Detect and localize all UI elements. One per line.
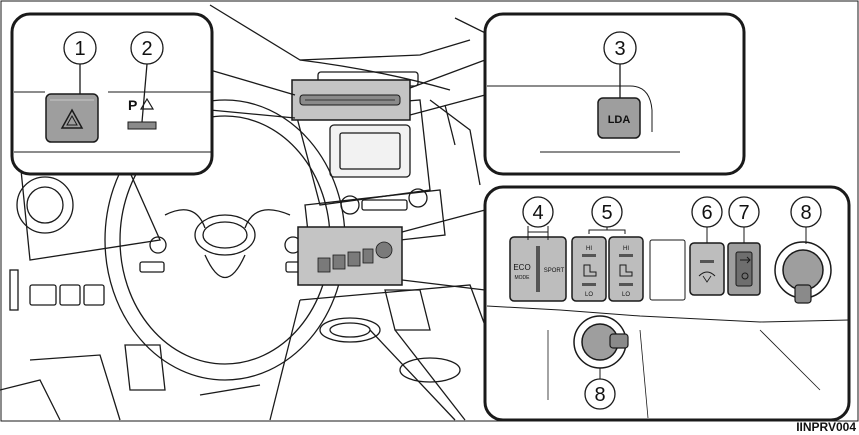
seat-heater-left-switch[interactable]: HI LO [572, 237, 606, 301]
svg-text:HI: HI [586, 246, 592, 252]
svg-text:5: 5 [601, 202, 612, 224]
eco-label: ECO [513, 263, 530, 272]
wiper-deicer-switch[interactable] [690, 243, 724, 295]
inset-hazard-panel: P 1 2 [12, 14, 212, 174]
eco-sport-switch[interactable]: ECO MODE SPORT [510, 237, 566, 301]
svg-text:LO: LO [622, 292, 630, 298]
svg-text:6: 6 [701, 202, 712, 224]
usb-aux-port[interactable] [728, 243, 760, 295]
highlight-hazard-area [292, 80, 410, 120]
parking-label: P [128, 97, 137, 113]
svg-text:8: 8 [800, 202, 811, 224]
inset-lda-panel: LDA 3 [485, 14, 744, 174]
blank-switch [650, 240, 685, 300]
eco-mode-label: MODE [515, 275, 531, 281]
image-code: IINPRV004 [796, 420, 856, 434]
sport-label: SPORT [544, 268, 565, 274]
svg-text:3: 3 [614, 38, 625, 60]
svg-text:7: 7 [738, 202, 749, 224]
svg-text:LO: LO [585, 292, 593, 298]
lda-button[interactable]: LDA [598, 98, 640, 138]
svg-text:4: 4 [532, 202, 543, 224]
svg-text:1: 1 [74, 38, 85, 60]
svg-text:8: 8 [594, 384, 605, 406]
inset-lower-switch-panel: ECO MODE SPORT HI LO HI LO [485, 187, 849, 420]
hazard-button[interactable] [46, 94, 98, 142]
lda-label: LDA [608, 114, 631, 126]
highlight-lower-switch-area [298, 227, 402, 285]
seat-heater-right-switch[interactable]: HI LO [609, 237, 643, 301]
svg-text:2: 2 [141, 38, 152, 60]
svg-text:HI: HI [623, 246, 629, 252]
